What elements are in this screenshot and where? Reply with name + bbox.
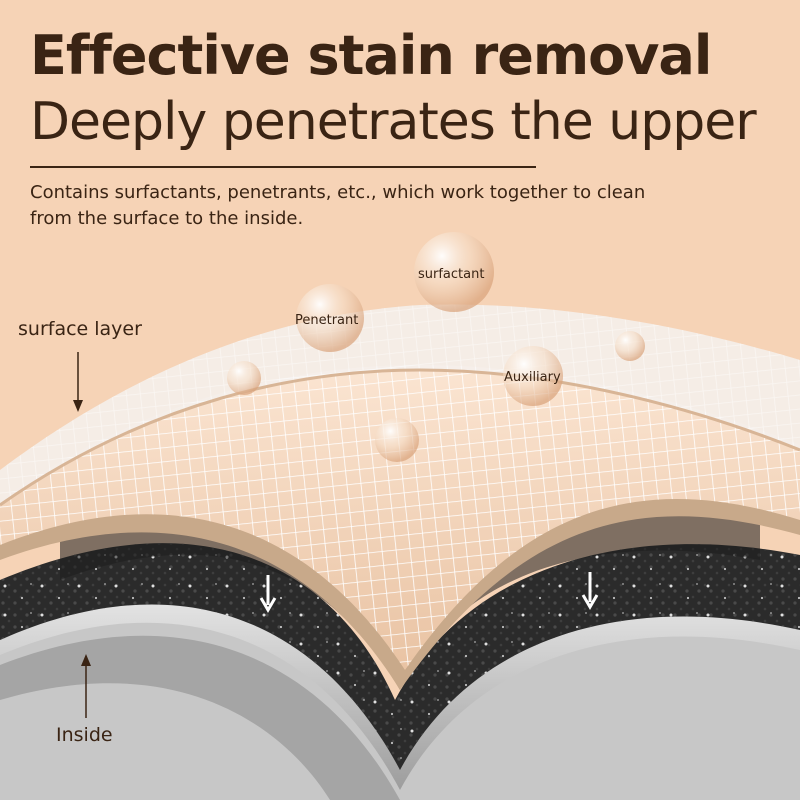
- inside-pointer-arrow: [81, 654, 91, 718]
- arrow-down-icon: [581, 572, 599, 610]
- surface-pointer-arrow: [73, 352, 83, 412]
- dark-layer: [0, 509, 800, 770]
- inside-layer: [0, 587, 800, 800]
- auxiliary-label: Auxiliary: [504, 370, 561, 385]
- arrow-down-icon: [259, 575, 277, 613]
- penetrant-label: Penetrant: [295, 313, 359, 328]
- inside-label: Inside: [56, 724, 113, 746]
- divider: [30, 166, 536, 168]
- surface-layer-label: surface layer: [18, 318, 142, 340]
- headline: Effective stain removal: [30, 24, 712, 87]
- surface-layer: [0, 304, 800, 690]
- surfactant-label: surfactant: [418, 267, 485, 282]
- droplet-icon: [227, 232, 645, 462]
- subheadline: Deeply penetrates the upper: [30, 92, 757, 152]
- description: Contains surfactants, penetrants, etc., …: [30, 182, 646, 229]
